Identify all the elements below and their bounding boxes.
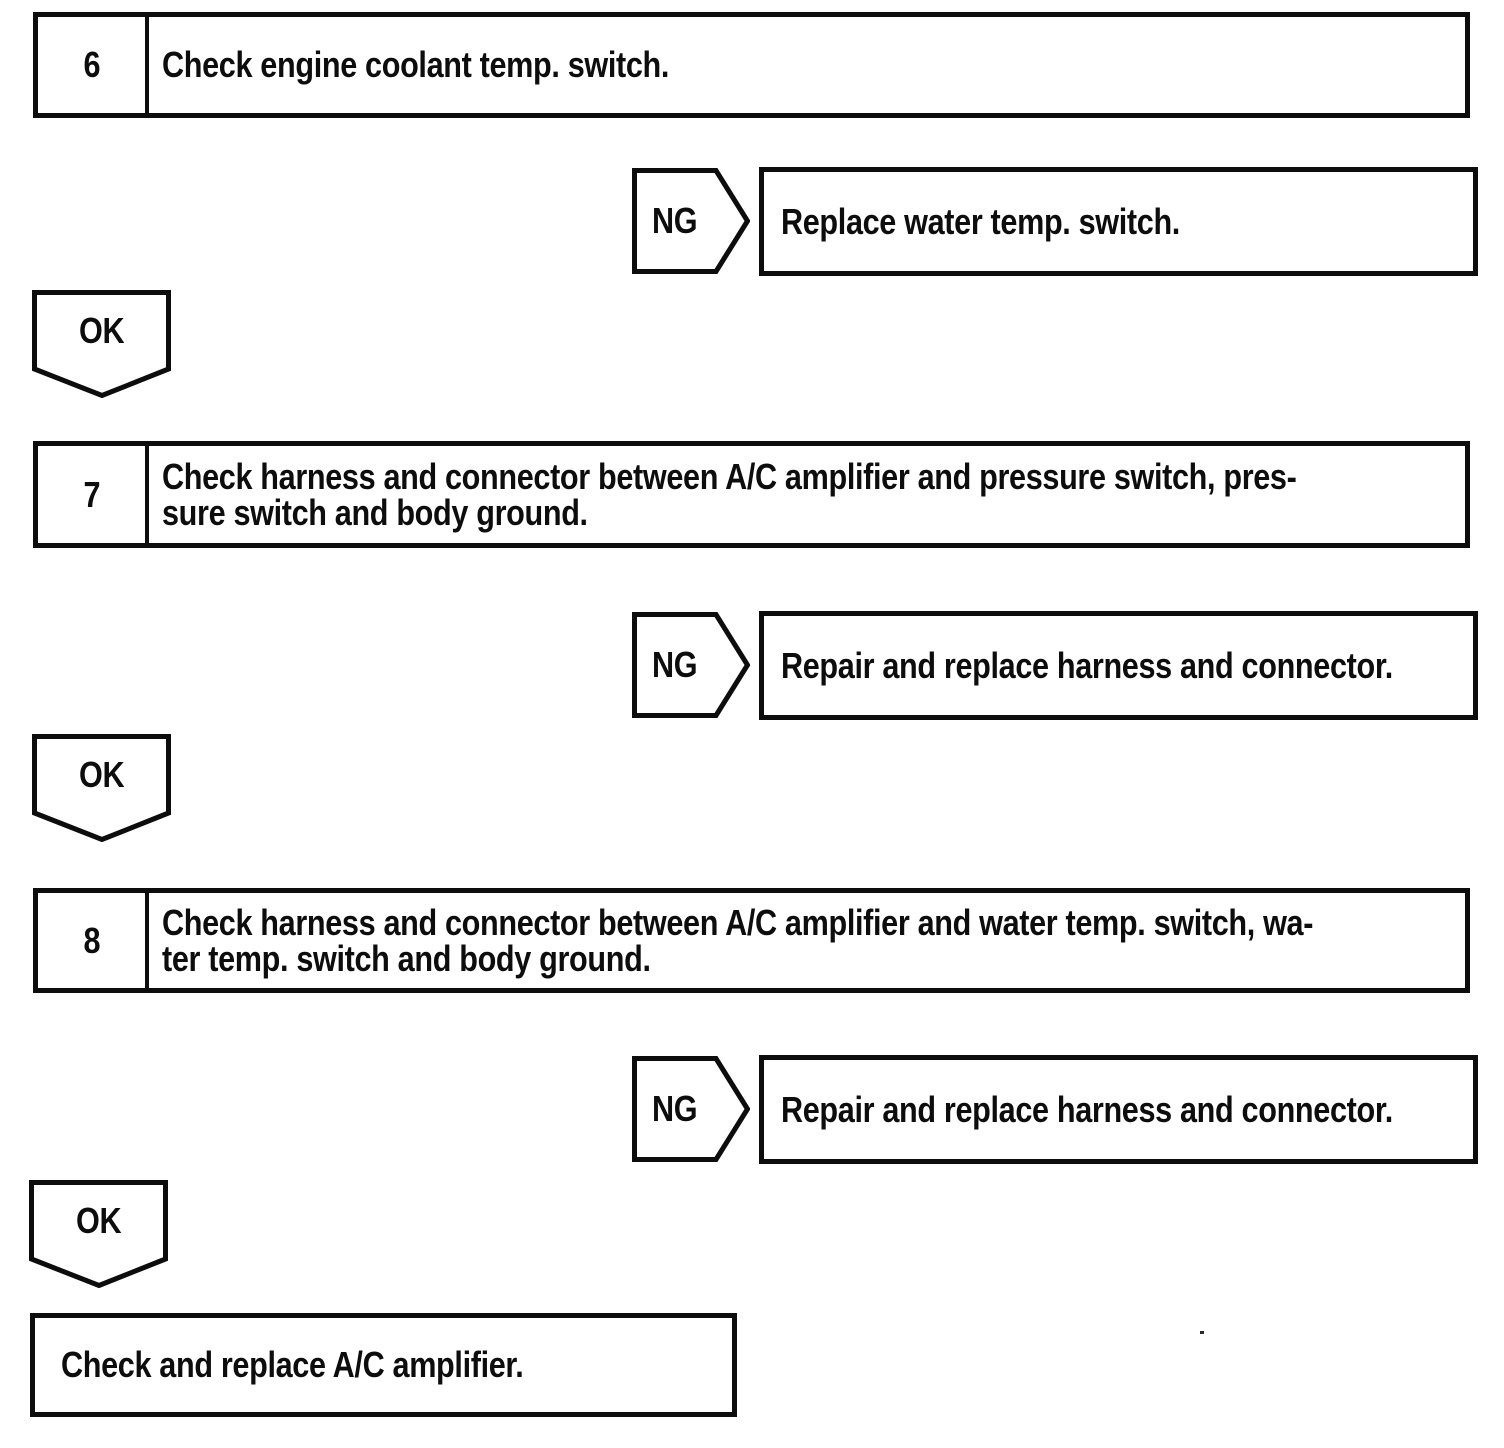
step-number-cell: 8 xyxy=(38,893,149,988)
step-instruction: Check engine coolant temp. switch. xyxy=(162,44,670,85)
ng-action-box: Replace water temp. switch. xyxy=(759,167,1478,276)
ok-connector-icon: OK xyxy=(32,290,171,398)
step-box-6: 6 Check engine coolant temp. switch. xyxy=(33,12,1470,118)
ok-pentagon-icon xyxy=(29,1180,168,1288)
scan-speck xyxy=(1200,1331,1204,1334)
step-number-cell: 7 xyxy=(38,446,149,543)
ok-label: OK xyxy=(78,309,125,351)
step-instruction-area: Check engine coolant temp. switch. xyxy=(149,17,1465,113)
ng-connector-icon: NG xyxy=(632,1056,750,1162)
ng-label: NG xyxy=(652,644,698,685)
ok-connector-icon: OK xyxy=(32,734,171,842)
ng-action-box: Repair and replace harness and connector… xyxy=(759,1055,1478,1164)
step-number: 6 xyxy=(83,44,100,85)
ng-connector-icon: NG xyxy=(632,612,750,718)
ng-action-text: Repair and replace harness and connector… xyxy=(781,1088,1393,1130)
step-number-cell: 6 xyxy=(38,17,149,113)
ok-connector-icon: OK xyxy=(29,1180,168,1288)
step-instruction-area: Check harness and connector between A/C … xyxy=(149,893,1504,988)
step-box-8: 8 Check harness and connector between A/… xyxy=(33,888,1470,993)
step-instruction: Check harness and connector between A/C … xyxy=(162,901,1314,979)
ng-label: NG xyxy=(652,200,698,241)
final-action-text: Check and replace A/C amplifier. xyxy=(61,1344,524,1385)
ng-pentagon-icon xyxy=(632,612,750,718)
ng-action-box: Repair and replace harness and connector… xyxy=(759,611,1478,720)
ng-action-text: Repair and replace harness and connector… xyxy=(781,644,1393,686)
step-number: 7 xyxy=(83,473,100,515)
ng-connector-icon: NG xyxy=(632,168,750,274)
ng-pentagon-icon xyxy=(632,168,750,274)
ng-action-text: Replace water temp. switch. xyxy=(781,200,1180,242)
ng-label: NG xyxy=(652,1088,698,1129)
step-instruction: Check harness and connector between A/C … xyxy=(162,455,1297,533)
ok-label: OK xyxy=(75,1199,122,1241)
ok-pentagon-icon xyxy=(32,290,171,398)
final-action-box: Check and replace A/C amplifier. xyxy=(30,1313,737,1417)
ok-label: OK xyxy=(78,753,125,795)
step-box-7: 7 Check harness and connector between A/… xyxy=(33,441,1470,548)
ng-pentagon-icon xyxy=(632,1056,750,1162)
step-instruction-area: Check harness and connector between A/C … xyxy=(149,446,1497,543)
ok-pentagon-icon xyxy=(32,734,171,842)
step-number: 8 xyxy=(83,919,100,961)
